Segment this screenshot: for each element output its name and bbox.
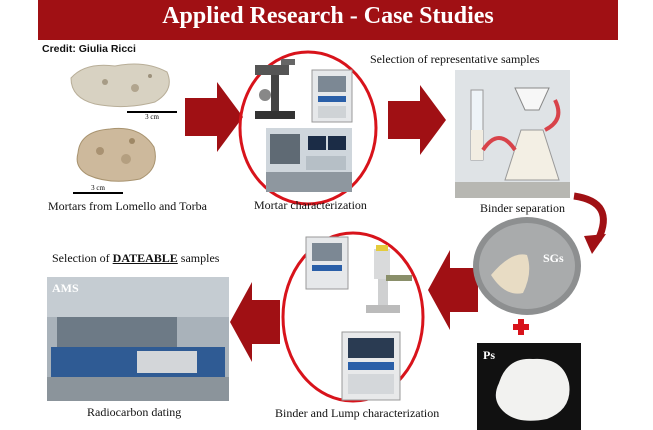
xrd-instrument-photo-2 [304,235,350,291]
xrf-instrument-photo [340,330,402,402]
caption-mortar-characterization: Mortar characterization [254,198,367,212]
caption-selection-dateable-prefix: Selection of [52,251,113,265]
caption-binder-lump: Binder and Lump characterization [275,406,440,420]
scale-label-2: 3 cm [91,184,105,192]
sgs-dish-photo: SGs [471,215,583,317]
microscope-photo-2 [360,245,414,315]
mortar-sample-photo-bottom [70,123,160,185]
caption-selection-dateable-bold: DATEABLE [112,251,178,265]
highlight-ellipse-1 [238,50,378,206]
curved-arrow [573,192,607,254]
credit-label: Credit: Giulia Ricci [42,43,136,55]
page-title: Applied Research - Case Studies [162,3,494,29]
arrow-right-1 [185,82,243,152]
caption-radiocarbon-dating: Radiocarbon dating [87,405,182,419]
arrow-right-2 [388,85,446,155]
ps-label: Ps [483,348,495,362]
title-banner: Applied Research - Case Studies [38,0,618,40]
caption-binder-separation: Binder separation [480,201,565,215]
ps-lump-photo: Ps [477,343,581,430]
arrow-left-1 [428,250,478,330]
caption-selection-dateable-suffix: samples [177,251,220,265]
microscope-photo [245,55,305,121]
plus-sign-icon [513,319,529,335]
scale-bar-2: 3 cm [73,184,123,194]
caption-selection-representative: Selection of representative samples [370,52,540,66]
arrow-left-2 [230,282,280,362]
filtration-setup-photo [455,70,570,198]
caption-selection-dateable: Selection of DATEABLE samples [52,251,219,266]
sgs-label: SGs [543,251,564,265]
ams-label: AMS [52,281,79,295]
caption-mortars: Mortars from Lomello and Torba [48,199,207,213]
scale-label-1: 3 cm [145,113,159,121]
xrd-instrument-photo [310,68,354,124]
highlight-ellipse-2 [281,231,425,403]
scale-bar-1: 3 cm [127,111,177,121]
lab-bench-photo [266,128,352,192]
mortar-sample-photo-top [65,58,175,110]
ams-facility-photo: AMS [47,277,229,401]
